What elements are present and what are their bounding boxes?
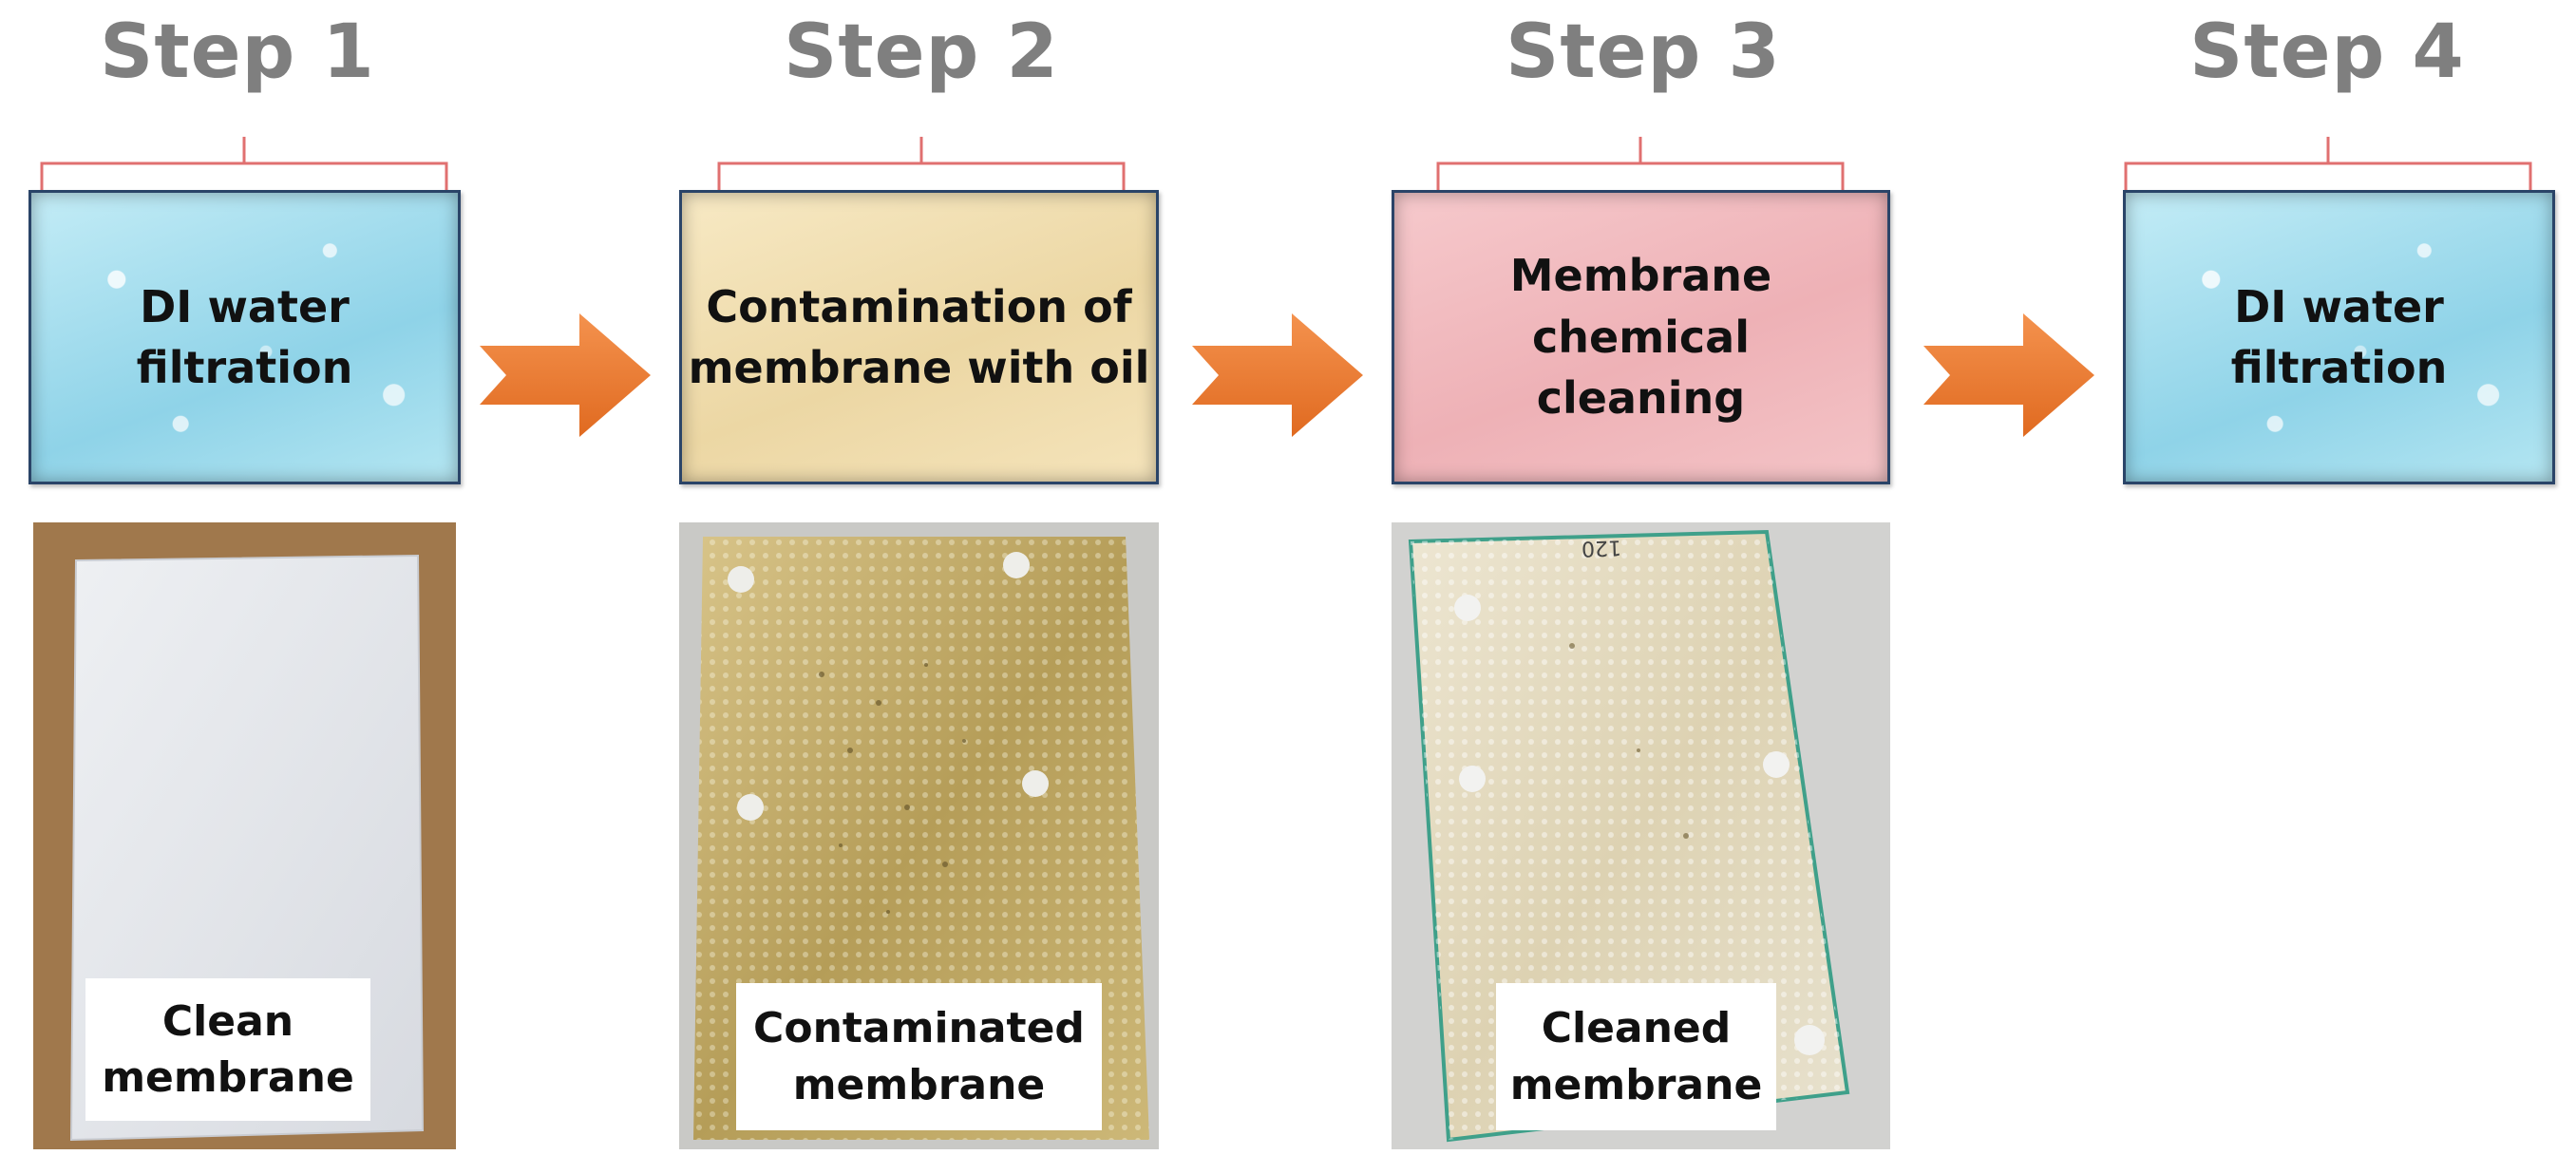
step-1-brace <box>40 137 448 196</box>
step-3-title: Step 3 <box>1506 9 1781 95</box>
step-4-brace <box>2124 137 2532 196</box>
step-2-box: Contamination of membrane with oil <box>679 190 1159 484</box>
step-1-box-line2: filtration <box>136 342 353 393</box>
step-1-box-line1: DI water <box>140 280 350 332</box>
cleaned-membrane-label-line1: Cleaned <box>1541 1004 1732 1053</box>
contaminated-membrane-label-line2: membrane <box>792 1060 1046 1109</box>
cleaned-membrane-label-line2: membrane <box>1509 1060 1763 1109</box>
contaminated-membrane-label: Contaminated membrane <box>736 983 1102 1130</box>
contaminated-membrane-photo: Contaminated membrane <box>679 522 1159 1149</box>
arrow-right-icon <box>480 313 651 437</box>
contaminated-membrane-label-line1: Contaminated <box>753 1004 1085 1053</box>
membrane-sticker: 120 <box>1581 535 1622 560</box>
step-4-box: DI water filtration <box>2123 190 2555 484</box>
arrow-right-icon <box>1192 313 1363 437</box>
step-4-box-line1: DI water <box>2234 280 2444 332</box>
arrow-right-icon <box>1923 313 2094 437</box>
step-2-brace <box>717 137 1126 196</box>
clean-membrane-photo: Clean membrane <box>33 522 456 1149</box>
step-3-box-line2: cleaning <box>1536 372 1746 425</box>
step-2-box-line1: Contamination of <box>706 280 1132 332</box>
step-1-box: DI water filtration <box>28 190 461 484</box>
step-4-box-line2: filtration <box>2230 342 2448 393</box>
clean-membrane-label-line2: membrane <box>102 1053 354 1102</box>
step-4-title: Step 4 <box>2189 9 2465 95</box>
clean-membrane-label-line1: Clean <box>161 996 294 1046</box>
cleaned-membrane-photo: 120 Cleaned membrane <box>1392 522 1890 1149</box>
step-1-title: Step 1 <box>100 9 375 95</box>
step-3-box: Membrane chemical cleaning <box>1392 190 1890 484</box>
cleaned-membrane-label: Cleaned membrane <box>1496 983 1776 1130</box>
step-3-brace <box>1436 137 1845 196</box>
step-2-box-line2: membrane with oil <box>688 342 1150 393</box>
clean-membrane-label: Clean membrane <box>85 978 370 1121</box>
step-2-title: Step 2 <box>784 9 1059 95</box>
step-3-box-line1: Membrane chemical <box>1509 250 1772 363</box>
